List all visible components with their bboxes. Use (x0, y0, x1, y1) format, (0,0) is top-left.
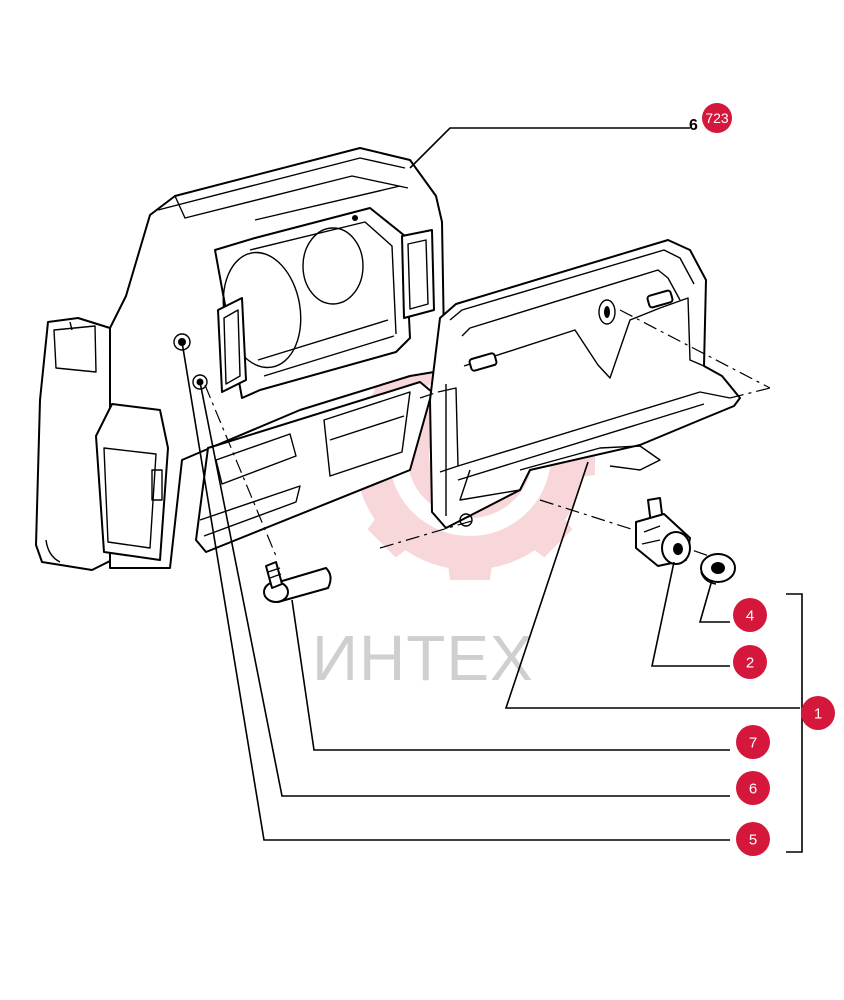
reference-badge (702, 103, 732, 133)
leader-1 (504, 461, 800, 709)
svg-text:2: 2 (746, 655, 754, 672)
lock-cylinder (635, 497, 691, 567)
watermark-text: ИНТЕХ (312, 622, 534, 694)
dashboard-housing (35, 147, 445, 571)
pivot-pin (263, 561, 332, 603)
callout-2: 2 (733, 645, 767, 679)
svg-text:7: 7 (749, 735, 757, 752)
callout-7: 7 (736, 725, 770, 759)
bracket-1 (786, 593, 803, 853)
reference-prefix: 6 (689, 117, 698, 134)
reference-code: 6 723 (689, 103, 732, 134)
leader-ref (409, 127, 690, 169)
leader-7 (291, 599, 730, 751)
leader-4 (698, 579, 730, 623)
callout-5: 5 (736, 822, 770, 856)
svg-text:4: 4 (746, 608, 754, 625)
bushing (700, 553, 736, 585)
svg-text:6: 6 (749, 781, 757, 798)
svg-text:5: 5 (749, 832, 757, 849)
callout-4: 4 (733, 598, 767, 632)
callout-6: 6 (736, 771, 770, 805)
reference-code-text: 723 (705, 110, 729, 126)
glove-box-lid (429, 239, 741, 529)
callout-1: 1 (801, 696, 835, 730)
leader-6 (199, 381, 730, 797)
leader-5 (181, 341, 730, 841)
svg-text:1: 1 (814, 706, 822, 723)
leader-2 (651, 561, 730, 667)
